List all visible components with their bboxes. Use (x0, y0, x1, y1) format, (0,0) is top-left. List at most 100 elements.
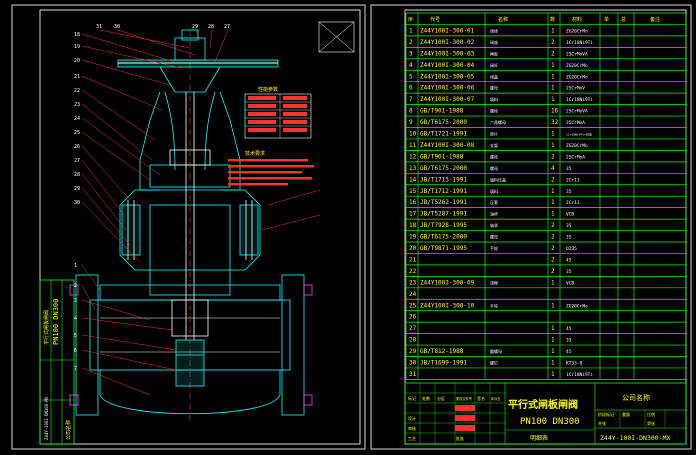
bom-cell-material: 35 (566, 189, 572, 195)
bom-cell-no: 12 (409, 153, 417, 160)
bom-cell-no: 10 (409, 131, 417, 138)
bom-cell-material: 35 (566, 338, 572, 344)
tb-label: 签名 (477, 395, 485, 401)
bonnet (119, 189, 261, 296)
bom-cell-material: Q235 (566, 246, 577, 252)
bom-cell-no: 25 (409, 302, 417, 309)
bom-cell-material: ZG20CrMo (566, 143, 588, 149)
bom-cell-material: 35 (566, 166, 572, 172)
bom-cell-no: 5 (409, 73, 413, 80)
corner-mark (318, 21, 355, 53)
drawing-subtitle: PN100 DN300 (520, 417, 580, 427)
leader-num: 28 (74, 172, 80, 178)
bom-cell-material: 45 (566, 349, 572, 355)
bom-cell-name: 填料 (490, 188, 498, 194)
bom-cell-code: GB/T6175-2000 (420, 165, 467, 172)
bom-cell-qty: 2 (551, 234, 555, 241)
sheet-label: 明细表 (530, 434, 548, 442)
bom-cell-name: 阀体 (490, 27, 498, 33)
bom-cell-no: 9 (409, 119, 413, 126)
bom-cell-material: 2Cr13 (566, 177, 580, 183)
bom-cell-qty: 2 (551, 39, 555, 46)
bom-cell-qty: 1 (551, 279, 555, 286)
gate-disc (171, 299, 209, 337)
leader-num: 21 (74, 74, 80, 80)
bom-cell-name: 垫片 (490, 131, 498, 137)
bom-header-cell: 代号 (430, 16, 440, 23)
bom-cell-name: 螺母 (490, 165, 498, 171)
left-strip-code: Z44Y-100I-DN300-MX (44, 396, 49, 440)
bom-cell-name: 轴承 (490, 222, 498, 228)
leader-num: 30 (74, 200, 80, 206)
leader-num: 5 (74, 333, 77, 339)
handwheel (117, 29, 279, 93)
bom-cell-code: Z44Y100I-300-08 (420, 142, 475, 149)
leader-num: 25 (74, 130, 80, 136)
bom-cell-no: 29 (409, 348, 417, 355)
bom-cell-name: 六角螺母 (490, 119, 506, 125)
leader-num: 26 (74, 144, 80, 150)
bom-cell-name: 支架 (490, 142, 498, 148)
leader-num: 28 (208, 24, 214, 30)
bom-cell-code: Z44Y100I-300-09 (420, 279, 475, 286)
tb-label: 设计 (408, 415, 416, 421)
bom-cell-qty: 2 (551, 256, 555, 263)
left-sheet-frame (11, 4, 366, 450)
tb-label: 处数 (422, 395, 430, 401)
bom-cell-material: 25CrMoVA (566, 109, 588, 115)
wedge (175, 339, 205, 387)
leader-lines (81, 29, 321, 396)
bom-cell-name: 阀杆 (490, 62, 498, 68)
bom-cell-qty: 1 (551, 142, 555, 149)
bom-cell-code: GB/T901-1988 (420, 153, 464, 160)
bom-cell-material: 1Cr18Ni9Ti+石墨 (566, 133, 592, 137)
bom-cell-qty: 32 (551, 119, 559, 126)
bom-cell-no: 8 (409, 108, 413, 115)
right-sheet-frame (370, 4, 692, 450)
bom-cell-code: JB/T7928-1995 (420, 222, 467, 229)
bom-cell-no: 17 (409, 211, 417, 218)
bom-cell-code: Z44Y100I-300-01 (420, 27, 475, 34)
tb-label: 共张 (598, 420, 606, 426)
bom-cell-no: 7 (409, 96, 413, 103)
tb-label: 工艺 (408, 436, 416, 441)
bom-cell-name: 手轮 (490, 302, 498, 308)
performance-table: 性能参数 (244, 86, 312, 139)
leader-num: 27 (74, 158, 80, 164)
leader-number-column: 18 19 20 21 22 23 24 25 26 27 28 29 30 1… (74, 24, 230, 372)
bom-cell-material: 35 (566, 235, 572, 241)
bom-cell-no: 20 (409, 245, 417, 252)
tb-label: 年月日 (491, 396, 501, 401)
bom-cell-no: 16 (409, 199, 417, 206)
leader-num: 29 (192, 24, 198, 30)
left-flange (75, 274, 99, 416)
left-title-strip: PN100 DN300 平行式闸板闸阀 公司名称 Z44Y-100I-DN300… (39, 279, 75, 445)
bom-cell-no: 28 (409, 337, 417, 344)
bom-cell-code: Z44Y100I-300-03 (420, 50, 475, 57)
bom-header-cell: 数 (550, 16, 555, 23)
tb-label: 审核 (408, 425, 416, 431)
leader-num: 24 (74, 116, 80, 122)
leader-num: 29 (74, 186, 80, 192)
bom-cell-code: JB/T1699-1991 (420, 360, 467, 367)
performance-table-title: 性能参数 (258, 86, 278, 93)
leader-num: 7 (74, 366, 77, 372)
bom-cell-code: JB/T1713-1991 (420, 176, 467, 183)
bom-cell-code: JB/T5287-1991 (420, 211, 467, 218)
bom-cell-name: 螺钉 (490, 360, 498, 366)
bom-cell-no: 21 (409, 256, 417, 263)
tb-label: 批准 (456, 435, 464, 441)
bom-cell-no: 26 (409, 314, 417, 321)
left-strip-title: PN100 DN300 (52, 299, 60, 345)
technical-notes-title: 技术要求 (245, 150, 265, 157)
bom-cell-no: 11 (409, 142, 417, 149)
bom-cell-qty: 2 (551, 153, 555, 160)
bom-header-cell: 备注 (650, 16, 660, 23)
bom-cell-code: GB/T812-1988 (420, 348, 464, 355)
bom-header-cell: 名称 (498, 16, 508, 23)
leader-num: 6 (74, 348, 77, 354)
leader-num: 19 (74, 44, 80, 50)
bom-cell-material: 1Cr18Ni9Ti (566, 40, 593, 46)
